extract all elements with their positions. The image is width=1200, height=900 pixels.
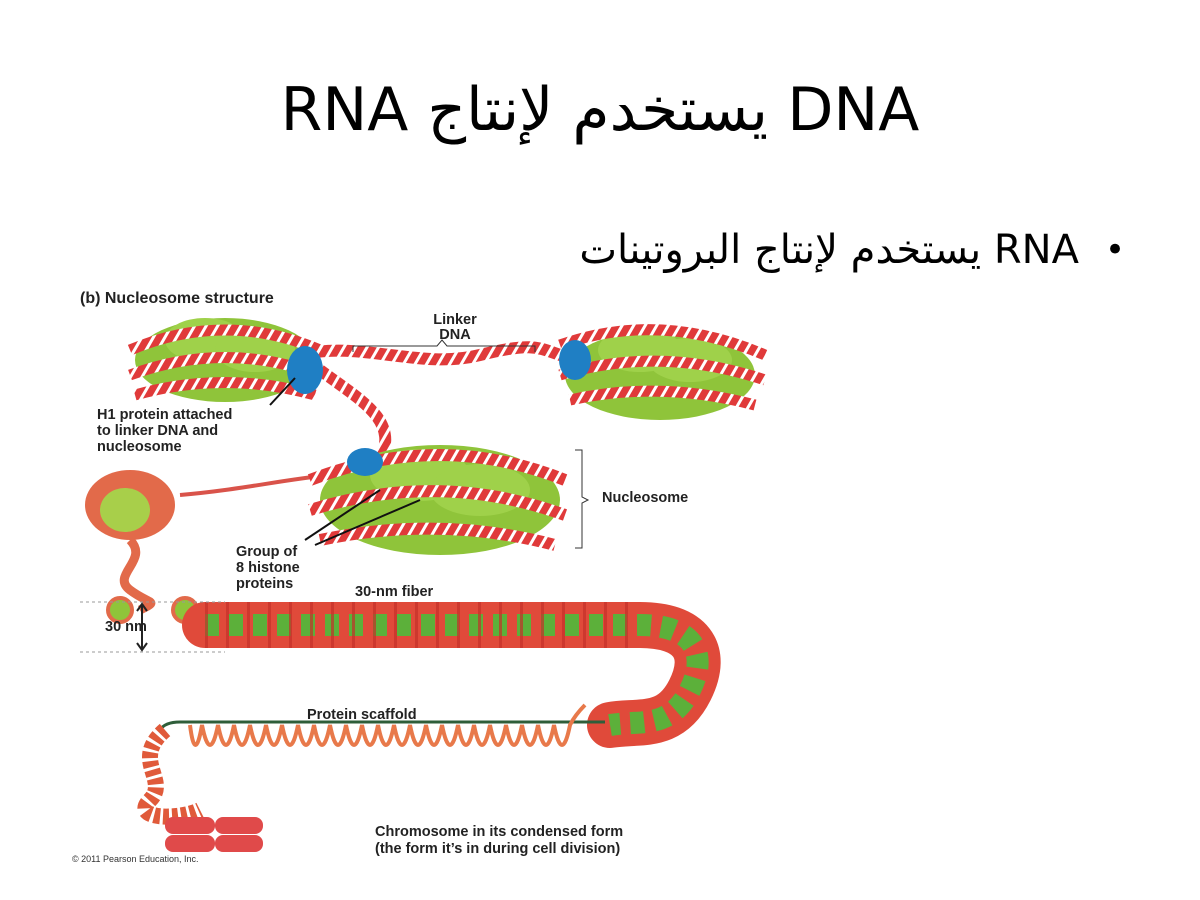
bullet-item: • RNA يستخدم لإنتاج البروتينات xyxy=(579,222,1125,278)
bullet-text: RNA يستخدم لإنتاج البروتينات xyxy=(579,227,1079,273)
condensed-loops xyxy=(137,723,204,825)
chromatin-loops xyxy=(188,703,587,747)
histone-label-3: proteins xyxy=(236,576,293,592)
chromosome-label-1: Chromosome in its condensed form xyxy=(375,824,623,840)
histone-label-2: 8 histone xyxy=(236,560,300,576)
h1-protein xyxy=(287,346,323,394)
linker-dna-strand xyxy=(298,341,572,366)
nucleosome-bracket xyxy=(575,449,590,549)
bullet-icon: • xyxy=(1104,230,1125,270)
nucleosome-top-left xyxy=(127,318,323,402)
pointer-line xyxy=(304,489,381,541)
linker-dna-strand xyxy=(179,473,331,497)
pointer-line xyxy=(269,377,296,406)
linker-bracket xyxy=(352,339,536,352)
copyright: © 2011 Pearson Education, Inc. xyxy=(72,854,199,864)
h1-label-2: to linker DNA and xyxy=(97,423,218,439)
chromosome xyxy=(165,817,263,852)
nucleosome-top-right xyxy=(558,324,768,420)
h1-protein xyxy=(559,340,591,380)
linker-dna-strand xyxy=(316,365,392,463)
histone-label-1: Group of xyxy=(236,544,297,560)
linker-label-1: Linker xyxy=(433,312,477,328)
nucleosome-label: Nucleosome xyxy=(602,490,688,506)
h1-label-3: nucleosome xyxy=(97,439,182,455)
diagram-heading: (b) Nucleosome structure xyxy=(80,290,274,307)
linker-label-2: DNA xyxy=(439,327,471,343)
arrow-icon xyxy=(136,602,148,652)
pointer-line xyxy=(314,499,421,546)
slide-title: DNA يستخدم لإنتاج RNA xyxy=(280,75,920,145)
fiber-label: 30-nm fiber xyxy=(355,584,434,600)
h1-protein xyxy=(347,448,383,476)
nm-label: 30 nm xyxy=(105,619,147,635)
nucleosome-center xyxy=(307,445,568,555)
30nm-fiber xyxy=(182,602,721,748)
coiled-chromatin xyxy=(85,470,199,624)
chromosome-label-2: (the form it’s in during cell division) xyxy=(375,841,620,857)
scaffold-label: Protein scaffold xyxy=(307,707,417,723)
h1-label-1: H1 protein attached xyxy=(97,407,232,423)
